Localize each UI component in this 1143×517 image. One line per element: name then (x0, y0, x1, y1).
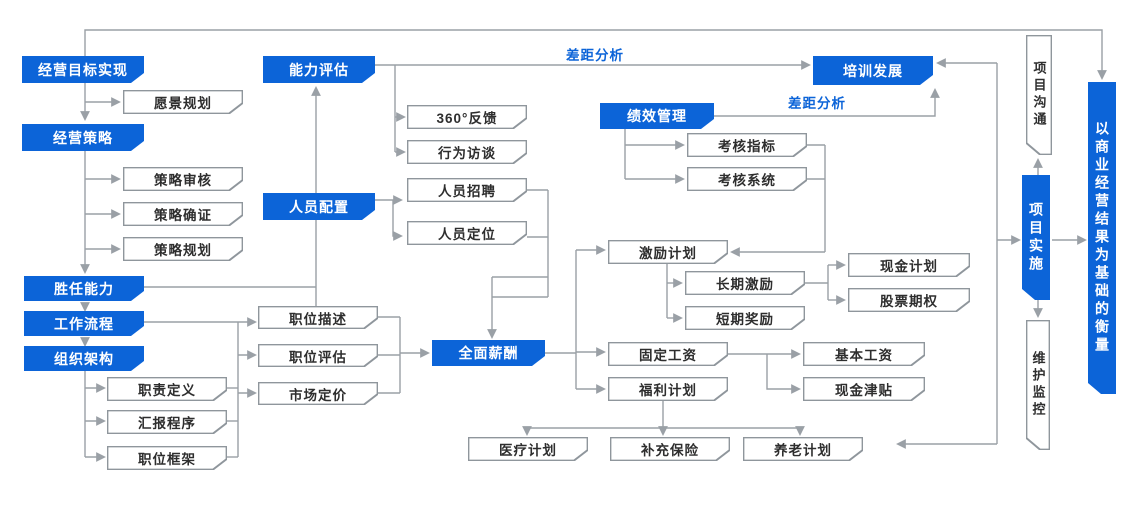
node-fixed-salary: 固定工资 (608, 342, 728, 366)
node-cash-allowance: 现金津贴 (803, 377, 925, 401)
node-performance-mgmt: 绩效管理 (600, 103, 714, 129)
node-org-structure: 组织架构 (24, 346, 144, 371)
node-workflow: 工作流程 (24, 311, 144, 336)
node-vision-plan: 愿景规划 (123, 90, 243, 114)
gap-analysis-label-1: 差距分析 (566, 48, 624, 63)
node-business-goal: 经营目标实现 (22, 56, 144, 83)
node-duty-define: 职责定义 (107, 377, 227, 401)
node-stock-option: 股票期权 (848, 288, 970, 312)
node-pension-plan: 养老计划 (743, 437, 863, 461)
node-base-salary: 基本工资 (803, 342, 925, 366)
node-total-comp: 全面薪酬 (432, 340, 545, 366)
node-staffing: 人员配置 (263, 193, 375, 220)
node-business-measure: 以商业经营结果为基础的衡量 (1088, 82, 1116, 394)
node-position-frame: 职位框架 (107, 446, 227, 470)
node-job-eval: 职位评估 (258, 344, 378, 367)
node-strategy-confirm: 策略确证 (123, 202, 243, 226)
node-kpi: 考核指标 (687, 133, 807, 157)
node-strategy-review: 策略审核 (123, 167, 243, 191)
node-long-term: 长期激励 (685, 271, 805, 295)
node-business-strategy: 经营策略 (22, 124, 144, 151)
node-supp-insurance: 补充保险 (610, 437, 730, 461)
node-welfare-plan: 福利计划 (608, 377, 728, 401)
node-training-dev: 培训发展 (813, 56, 933, 85)
node-feedback-360: 360°反馈 (407, 105, 527, 129)
node-incentive-plan: 激励计划 (608, 240, 728, 264)
node-competency: 胜任能力 (24, 276, 144, 301)
node-job-desc: 职位描述 (258, 306, 378, 329)
gap-analysis-label-2: 差距分析 (788, 96, 846, 111)
node-project-comm: 项目沟通 (1026, 35, 1052, 155)
node-maintain-monitor: 维护监控 (1026, 320, 1050, 450)
node-strategy-plan: 策略规划 (123, 237, 243, 261)
node-positioning: 人员定位 (407, 221, 527, 245)
node-market-pricing: 市场定价 (258, 382, 378, 405)
node-report-process: 汇报程序 (107, 410, 227, 434)
node-cash-plan: 现金计划 (848, 253, 970, 277)
node-project-impl: 项目实施 (1022, 175, 1050, 300)
node-medical-plan: 医疗计划 (468, 437, 588, 461)
node-recruit: 人员招聘 (407, 178, 527, 202)
node-appraisal-system: 考核系统 (687, 167, 807, 191)
node-short-term: 短期奖励 (685, 306, 805, 330)
node-ability-eval: 能力评估 (263, 56, 375, 83)
node-behavior-interview: 行为访谈 (407, 140, 527, 164)
